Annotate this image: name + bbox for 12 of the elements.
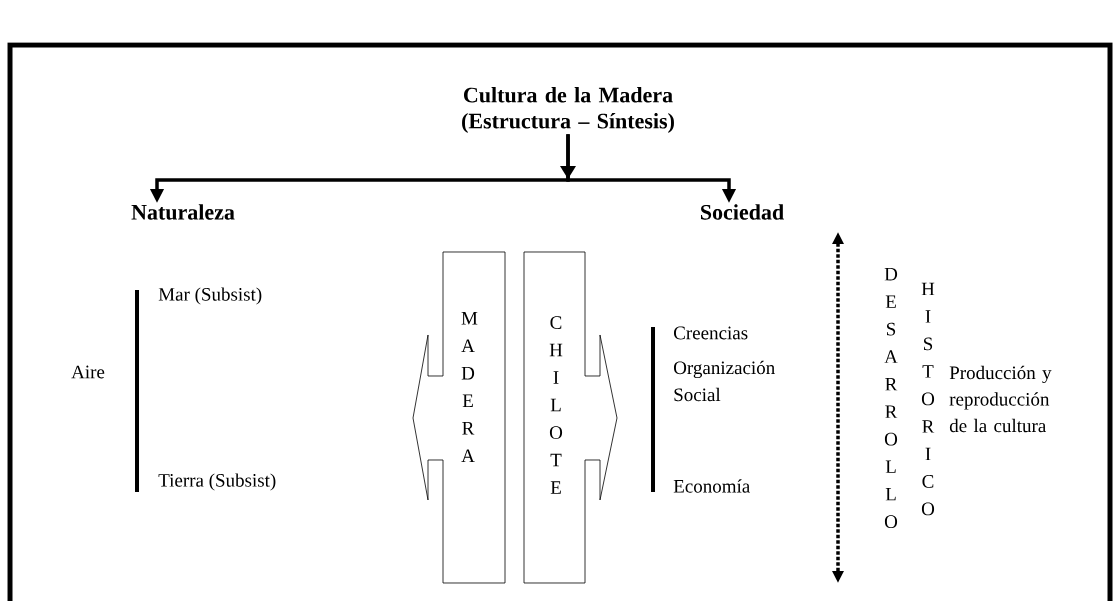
item-label: Tierra (Subsist) xyxy=(158,473,276,491)
category-text: Naturaleza xyxy=(131,204,235,220)
item-label: Organización Social xyxy=(674,360,775,402)
item-label: Aire xyxy=(71,365,105,379)
vertical-text: H I S T O R I C O xyxy=(921,282,935,516)
item-label: Creencias xyxy=(674,326,748,340)
category-text: Sociedad xyxy=(701,204,784,220)
note-text: Producción y reproducción de la cultura xyxy=(949,365,1052,433)
heading-text: Cultura de la Madera (Estructura – Síntesis) xyxy=(462,87,674,133)
item-label: Mar (Subsist) xyxy=(158,287,262,305)
vertical-text: D E S A R R O L L O xyxy=(884,267,898,529)
item-label: Economía xyxy=(673,479,750,493)
